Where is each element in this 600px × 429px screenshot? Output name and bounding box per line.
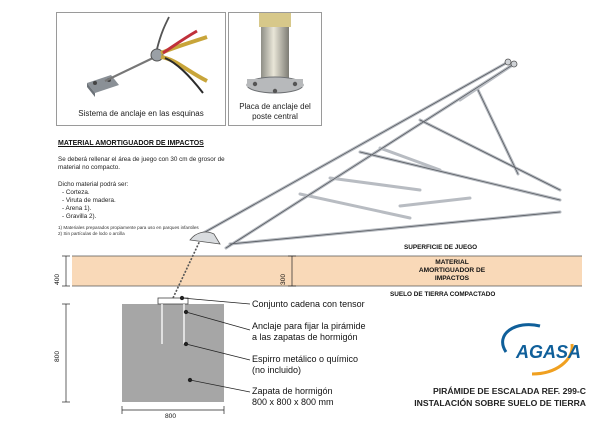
footer-subtitle: INSTALACIÓN SOBRE SUELO DE TIERRA: [414, 398, 586, 408]
cushion-label: MATERIAL AMORTIGUADOR DE IMPACTOS: [396, 259, 508, 283]
cushion-label-line: IMPACTOS: [434, 275, 470, 282]
material-item: - Arena 1).: [62, 205, 92, 212]
material-list-heading: Dicho material podrá ser:: [58, 181, 129, 188]
material-item: - Gravilla 2).: [62, 213, 97, 220]
footing-callout: Zapata de hormigón 800 x 800 x 800 mm: [252, 386, 334, 407]
corner-anchor-caption: Sistema de anclaje en las esquinas: [78, 109, 204, 118]
agasa-logo: AGASA: [516, 342, 582, 362]
ground-label: SUELO DE TIERRA COMPACTADO: [390, 291, 496, 298]
pyramid-frame: [196, 60, 562, 250]
post-plate-photo: Placa de anclaje del poste central: [228, 12, 322, 126]
bolt-callout: Espirro metálico o químico (no incluido): [252, 354, 359, 375]
cushion-label-line: AMORTIGUADOR DE: [418, 267, 486, 274]
surface-label: SUPERFICIE DE JUEGO: [404, 244, 478, 251]
footing-width-label: 800: [165, 413, 177, 420]
cushion-layer: [72, 256, 582, 286]
footing-height-label: 800: [54, 350, 61, 362]
material-note: 2) Sin partículas de lodo o arcilla: [58, 231, 125, 236]
cushion-label-line: MATERIAL: [435, 259, 469, 266]
footer-title: PIRÁMIDE DE ESCALADA REF. 299-C: [433, 386, 586, 396]
tension-chain: [172, 231, 205, 299]
cushion-depth-label: 300: [280, 273, 287, 285]
material-item: - Viruta de madera.: [62, 197, 116, 204]
corner-anchor-illustration: [57, 13, 225, 125]
material-note: 1) Materiales preparados propiamente par…: [58, 225, 199, 230]
concrete-footing: [122, 304, 224, 402]
chain-callout: Conjunto cadena con tensor: [252, 299, 365, 309]
post-plate-illustration: [246, 13, 304, 94]
corner-anchor-photo: Sistema de anclaje en las esquinas: [56, 12, 226, 126]
layer-depth-label: 400: [54, 273, 61, 285]
post-plate-caption: Placa de anclaje del poste central: [239, 102, 311, 121]
logo-swirl: [501, 323, 541, 353]
frame-foot: [189, 231, 221, 245]
anchor-callout: Anclaje para fijar la pirámide a las zap…: [252, 321, 366, 342]
material-item: - Corteza.: [62, 189, 90, 196]
material-title: MATERIAL AMORTIGUADOR DE IMPACTOS: [58, 140, 204, 147]
material-intro: Se deberá rellenar el área de juego con …: [58, 156, 225, 171]
